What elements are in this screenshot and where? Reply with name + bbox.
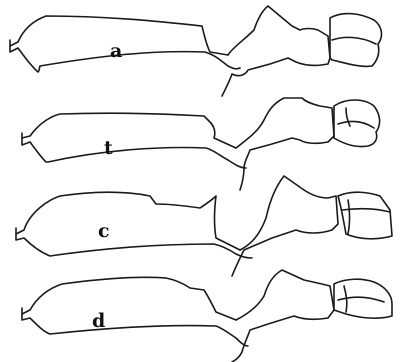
panel-d: d: [21, 269, 393, 362]
panel-d-label: d: [92, 310, 105, 332]
panel-c-tail: [231, 175, 339, 277]
panel-t-body-outline: [21, 132, 247, 169]
panel-t-tail-knob: [333, 99, 381, 148]
panel-d-body-outline: [21, 307, 249, 347]
panel-c-body-outline: [15, 227, 253, 259]
panel-d-body-top: [21, 276, 237, 321]
panel-c-label: c: [98, 220, 110, 242]
panel-a-body-top: [9, 15, 229, 56]
panel-c: c: [15, 175, 393, 277]
panel-d-tail: [231, 269, 335, 362]
panel-c-tail-knob: [337, 191, 393, 240]
panel-t-body-top: [21, 112, 237, 149]
panel-a-body-outline: [9, 39, 241, 73]
panel-a-label: a: [110, 40, 122, 62]
panel-t-label: t: [104, 137, 113, 159]
panel-d-tail-knob: [333, 278, 393, 319]
panel-a: a: [9, 5, 383, 97]
panel-t: t: [21, 97, 381, 191]
panel-a-tail-knob: [329, 12, 383, 68]
panel-a-tail: [221, 5, 331, 97]
panel-t-tail: [235, 97, 335, 191]
panel-c-body-top: [15, 191, 241, 251]
